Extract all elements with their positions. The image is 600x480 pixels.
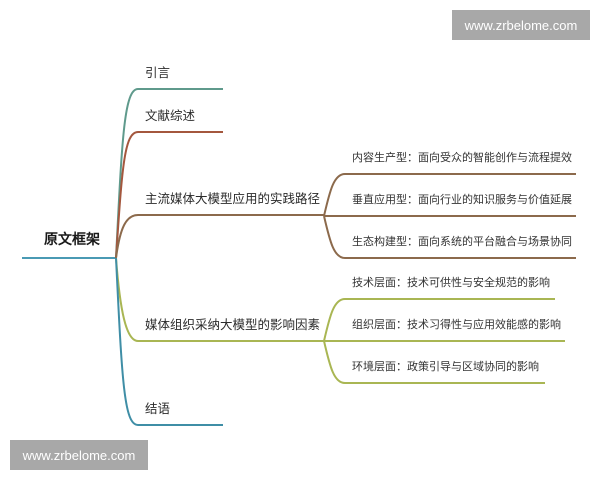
sub-connector-env: [323, 340, 545, 384]
sub-connector-content: [323, 173, 576, 217]
sub-connector-ecosystem: [323, 215, 576, 259]
sub-environmental-level[interactable]: 环境层面：政策引导与区域协同的影响: [352, 360, 539, 373]
sub-vertical-application[interactable]: 垂直应用型：面向行业的知识服务与价值延展: [352, 193, 572, 206]
sub-connector-tech: [323, 298, 555, 342]
sub-technical-level[interactable]: 技术层面：技术可供性与安全规范的影响: [352, 276, 550, 289]
branch-connector-literature: [115, 131, 223, 259]
watermark-bottom-left: www.zrbelome.com: [10, 440, 148, 470]
sub-ecosystem-building[interactable]: 生态构建型：面向系统的平台融合与场景协同: [352, 235, 572, 248]
branch-connector-practice: [115, 214, 324, 259]
sub-organizational-level[interactable]: 组织层面：技术习得性与应用效能感的影响: [352, 318, 561, 331]
root-node[interactable]: 原文框架: [44, 232, 100, 248]
branch-literature-review[interactable]: 文献综述: [145, 108, 196, 123]
sub-content-production[interactable]: 内容生产型：面向受众的智能创作与流程提效: [352, 151, 572, 164]
watermark-top-right: www.zrbelome.com: [452, 10, 590, 40]
branch-intro[interactable]: 引言: [145, 65, 171, 80]
branch-connector-conclusion: [115, 257, 223, 426]
branch-practice-paths[interactable]: 主流媒体大模型应用的实践路径: [145, 191, 321, 206]
branch-adoption-factors[interactable]: 媒体组织采纳大模型的影响因素: [145, 317, 321, 332]
branch-conclusion[interactable]: 结语: [145, 401, 171, 416]
